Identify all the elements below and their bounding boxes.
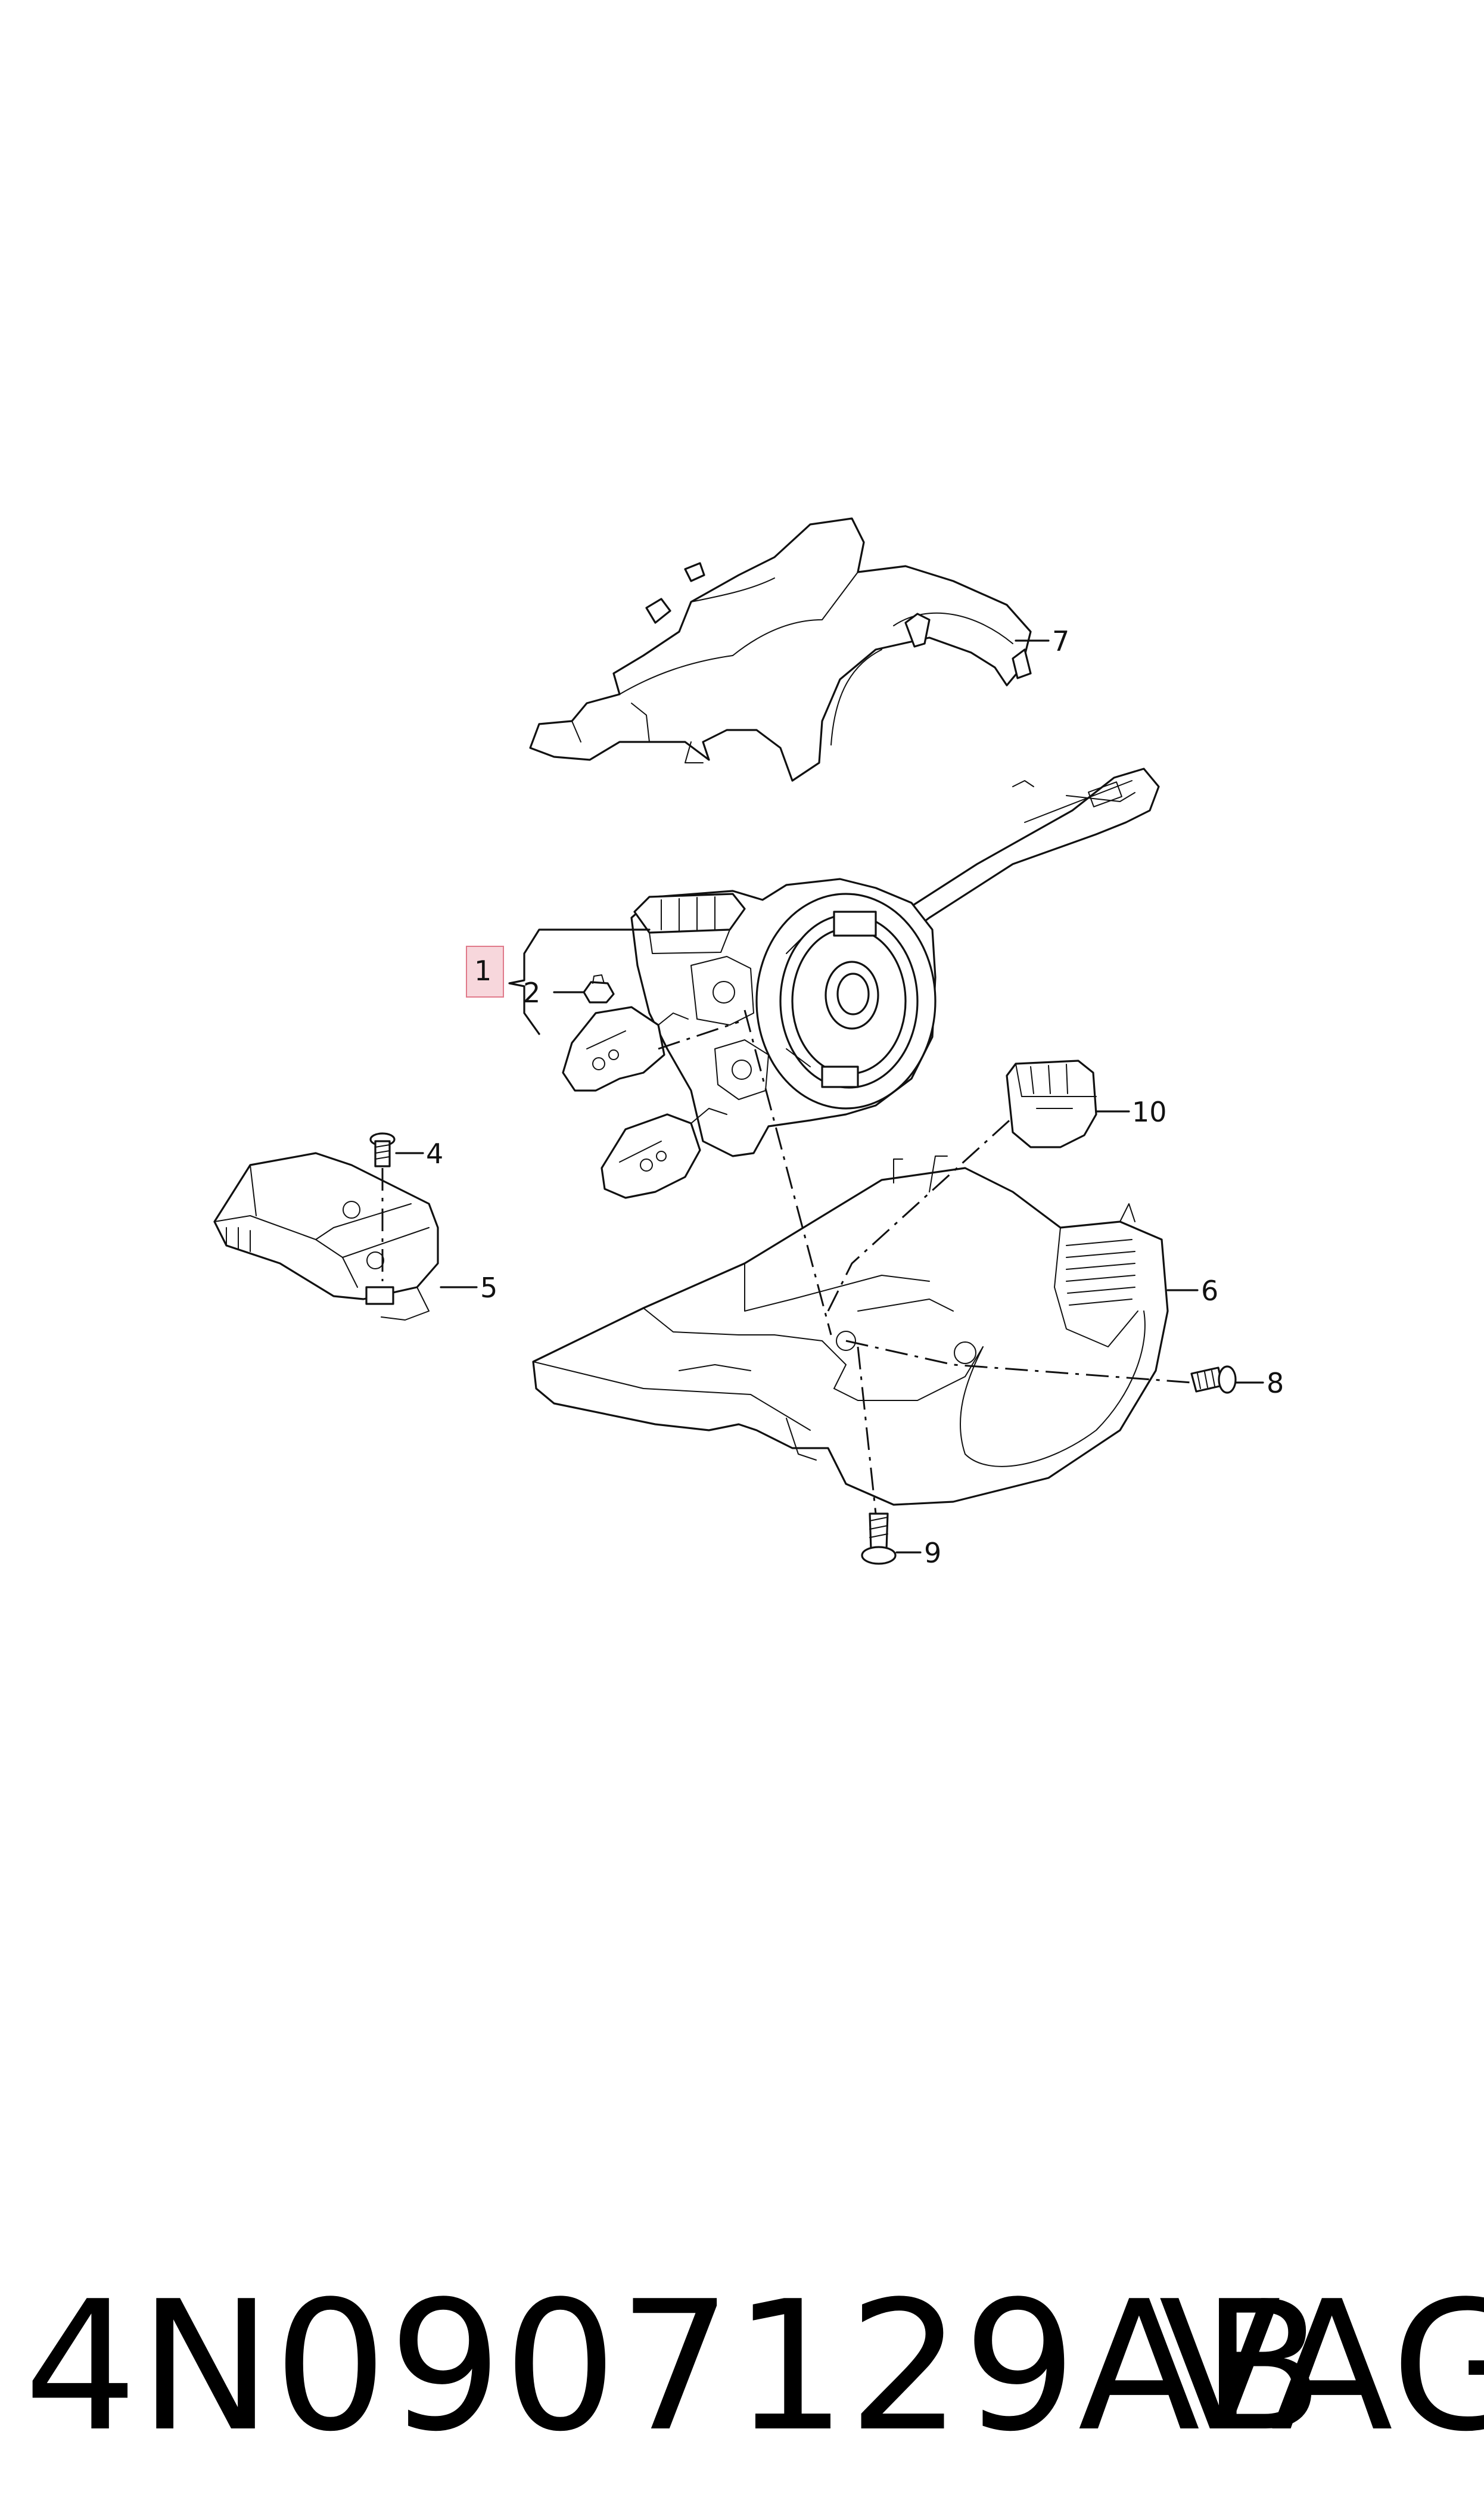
callout-1[interactable]: 1: [474, 955, 491, 987]
control-unit: [213, 1152, 439, 1321]
clip-part: [583, 974, 615, 1004]
part-number: 4N0907129AB: [24, 2263, 1326, 2471]
upper-column-trim: [529, 517, 1032, 782]
column-switch-module: [562, 768, 1160, 1199]
footer: 4N0907129AB VAG: [0, 2185, 1484, 2519]
leader-lines: [395, 639, 1264, 1554]
screw-8: [1190, 1365, 1237, 1394]
callout-10[interactable]: 10: [1132, 1096, 1167, 1128]
callout-2[interactable]: 2: [523, 977, 540, 1009]
bolt-4: [369, 1132, 396, 1281]
callout-6[interactable]: 6: [1201, 1275, 1218, 1307]
callout-4[interactable]: 4: [426, 1138, 443, 1170]
brand-name: VAG: [1159, 2263, 1484, 2471]
callout-7[interactable]: 7: [1052, 625, 1069, 657]
callout-9[interactable]: 9: [924, 1537, 941, 1569]
switch-unit-10: [1006, 1060, 1097, 1148]
lower-column-trim: [532, 1156, 1169, 1506]
callout-5[interactable]: 5: [480, 1272, 497, 1304]
callout-1-highlight: [466, 946, 504, 998]
screw-9: [861, 1512, 897, 1565]
callout-8[interactable]: 8: [1267, 1367, 1284, 1399]
assembly-lines: [658, 1010, 1192, 1514]
